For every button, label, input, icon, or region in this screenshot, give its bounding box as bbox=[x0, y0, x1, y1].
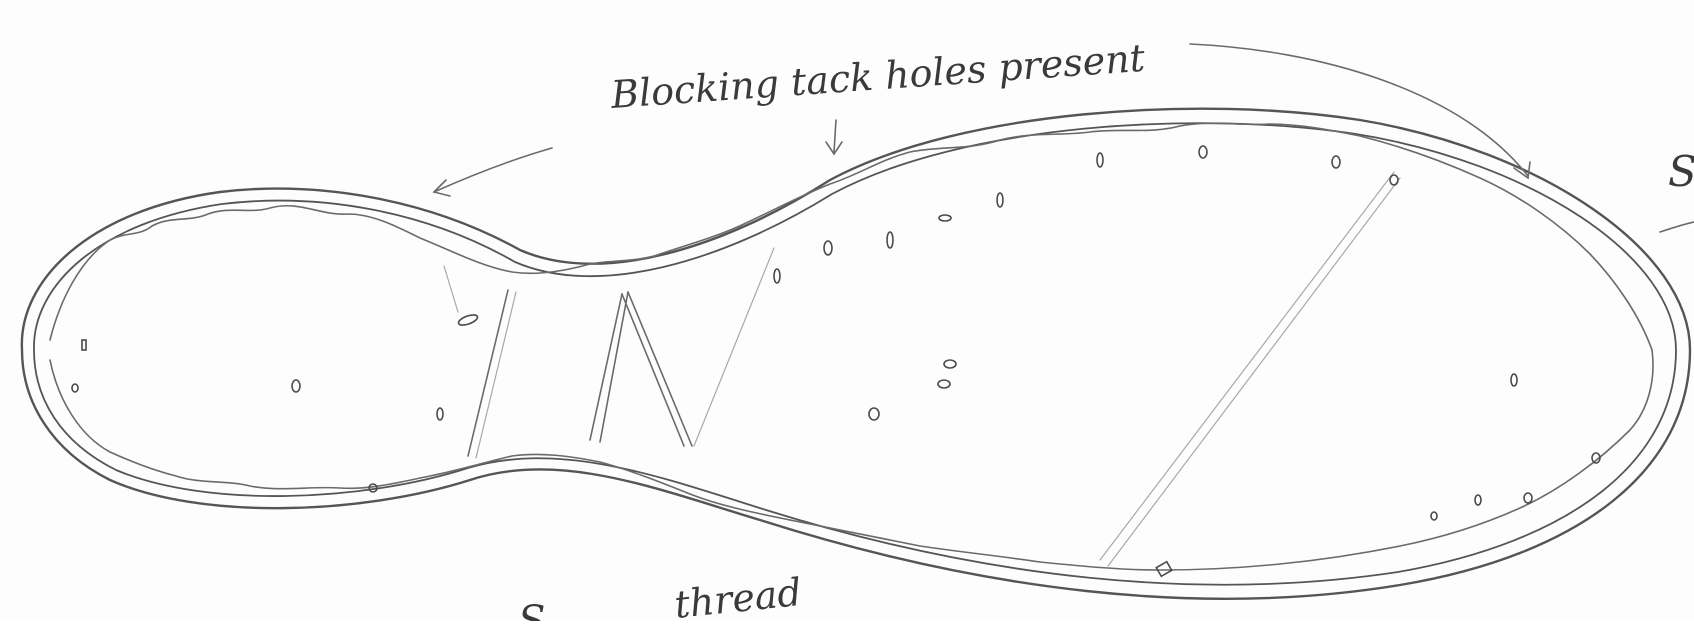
shank-line-3 bbox=[600, 292, 628, 442]
tack-hole bbox=[457, 313, 479, 327]
tack-hole bbox=[1199, 146, 1207, 158]
sole-middle-outline bbox=[34, 123, 1676, 585]
tack-hole bbox=[869, 408, 879, 420]
tack-hole bbox=[944, 360, 956, 368]
tack-hole bbox=[72, 384, 78, 392]
tack-hole bbox=[1097, 153, 1103, 167]
tack-hole bbox=[1511, 374, 1517, 386]
annotation-tack-holes: Blocking tack holes present bbox=[609, 36, 1147, 117]
shank-line-5 bbox=[628, 292, 692, 446]
tack-hole bbox=[1431, 512, 1437, 520]
shank-line-4 bbox=[622, 294, 684, 446]
tack-hole bbox=[824, 241, 832, 255]
shank-line-1b bbox=[476, 292, 516, 458]
annotation-edge-fragment: S bbox=[1668, 147, 1694, 196]
sole-inner-wavy-edge-top bbox=[50, 123, 1652, 350]
shank-line-6 bbox=[694, 248, 774, 446]
tack-hole bbox=[774, 269, 780, 283]
tack-hole bbox=[938, 380, 950, 388]
tack-hole bbox=[1332, 156, 1340, 168]
tack-hole bbox=[437, 408, 443, 420]
tack-hole bbox=[887, 232, 893, 248]
tack-hole bbox=[1475, 495, 1481, 505]
annotation-thread-fragment: S bbox=[518, 598, 545, 621]
arrow-down-icon bbox=[834, 120, 836, 152]
diagonal-stitch-line-1 bbox=[1100, 172, 1394, 560]
sole-inner-wavy-edge-bottom bbox=[50, 350, 1653, 570]
tack-holes bbox=[72, 146, 1600, 576]
tack-hole bbox=[292, 380, 300, 392]
diagonal-stitch-line-2 bbox=[1108, 178, 1400, 566]
shank-line-2 bbox=[590, 294, 622, 440]
tack-hole bbox=[1524, 493, 1532, 503]
tack-hole bbox=[1390, 175, 1398, 185]
tack-hole bbox=[997, 193, 1003, 207]
tack-hole bbox=[1156, 562, 1171, 577]
tack-hole bbox=[82, 340, 86, 350]
annotation-thread: thread bbox=[672, 570, 803, 621]
tack-hole bbox=[939, 215, 951, 221]
shank-line-7 bbox=[444, 266, 458, 312]
arrow-left-icon bbox=[434, 148, 552, 192]
arrow-right-stub-icon bbox=[1660, 222, 1694, 232]
